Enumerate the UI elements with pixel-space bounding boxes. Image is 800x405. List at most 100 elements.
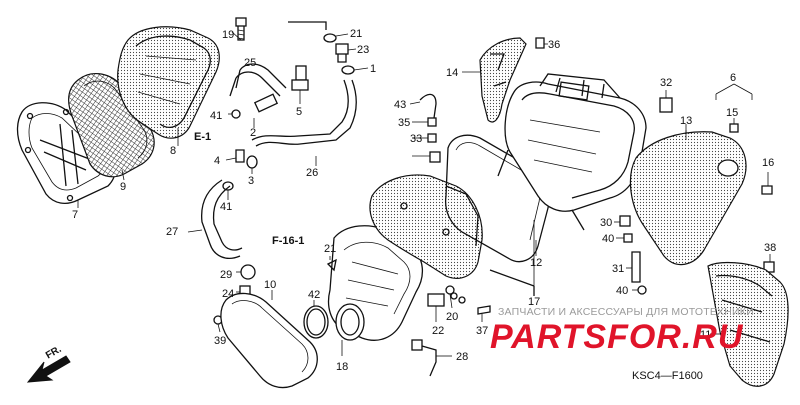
callout-42: 42: [308, 289, 320, 301]
callout-23: 23: [357, 44, 369, 56]
callout-19: 19: [222, 29, 234, 41]
callout-6: 6: [730, 72, 736, 84]
breather-tube-26: [251, 79, 357, 147]
joint-pipe-2: [253, 93, 279, 128]
callout-27: 27: [166, 226, 178, 238]
callout-40-lower: 40: [616, 285, 628, 297]
bolt-31: [626, 251, 641, 283]
air-boot-18: [327, 225, 423, 356]
callout-7: 7: [72, 209, 78, 221]
callout-21-upper: 21: [350, 28, 362, 40]
callout-37: 37: [476, 325, 488, 337]
clamp-41-upper: [228, 109, 241, 119]
callout-38: 38: [764, 242, 776, 254]
callout-31: 31: [612, 263, 624, 275]
sensor-28: [411, 339, 452, 377]
bolt-15: [729, 118, 739, 133]
watermark-tagline: ЗАПЧАСТИ И АКСЕССУАРЫ ДЛЯ МОТОТЕХНИКИ: [498, 306, 754, 318]
callout-9: 9: [120, 181, 126, 193]
bolt-35: [412, 117, 437, 127]
callout-29: 29: [220, 269, 232, 281]
collar-34: [412, 133, 437, 143]
clip-32: [659, 90, 673, 113]
ref-f161: F-16-1: [272, 235, 304, 247]
callout-41-lower: 41: [220, 201, 232, 213]
callout-15: 15: [726, 107, 738, 119]
screws-lower-group: [450, 292, 466, 304]
clip-21-upper: [288, 21, 349, 43]
callout-43: 43: [394, 99, 406, 111]
callout-5: 5: [296, 106, 302, 118]
callout-18: 18: [336, 361, 348, 373]
screw-37: [477, 305, 491, 322]
callout-41-upper: 41: [210, 110, 222, 122]
lead-9: [121, 169, 125, 181]
filter-case-8: [117, 26, 220, 139]
callout-35: 35: [398, 117, 410, 129]
clip-21-lower: [326, 256, 337, 272]
callout-12: 12: [530, 257, 542, 269]
callout-1: 1: [370, 63, 376, 75]
clamp-41-lower: [222, 181, 234, 200]
front-arrow-icon: [26, 355, 71, 383]
air-box-bracket-17: [489, 269, 535, 296]
callout-4: 4: [214, 155, 220, 167]
ref-e1: E-1: [194, 131, 211, 143]
watermark-logo: PARTSFOR.RU: [490, 318, 744, 356]
fitting-5: [291, 65, 309, 104]
callout-16: 16: [762, 157, 774, 169]
grommet-33: [412, 151, 441, 163]
bolt-36: [535, 37, 548, 49]
drain-tube-27: [187, 179, 243, 259]
air-duct-plate: [369, 174, 483, 279]
callout-24: 24: [222, 288, 234, 300]
callout-14: 14: [446, 67, 458, 79]
side-cover-13: [629, 124, 747, 266]
joint-3: [246, 155, 258, 174]
cover-10: [220, 290, 318, 389]
screw-16: [761, 172, 773, 195]
callout-2: 2: [250, 127, 256, 139]
fender-guard-11: [707, 261, 789, 387]
screw-20: [445, 285, 455, 309]
callout-40-upper: 40: [602, 233, 614, 245]
callout-20: 20: [446, 311, 458, 323]
side-panel-14: [462, 37, 527, 123]
filter-holder-7: [16, 102, 116, 205]
cap-29: [236, 264, 256, 280]
callout-22: 22: [432, 325, 444, 337]
callout-8: 8: [170, 145, 176, 157]
bracket-22: [427, 293, 445, 322]
callout-11: 11: [700, 329, 711, 341]
collar-40-upper: [616, 233, 633, 243]
callout-3: 3: [248, 175, 254, 187]
hose-clamp-43: [409, 93, 437, 119]
callout-26: 26: [306, 167, 318, 179]
callout-21-lower: 21: [324, 243, 336, 255]
callout-labels: 19 21 23 1 25 5 41 2 E-1 4 3 26 41 8 9 7…: [72, 28, 776, 373]
clamp-1: [341, 65, 369, 75]
callout-10: 10: [264, 279, 276, 291]
screw-4: [225, 149, 245, 163]
assembly-bracket-6: [715, 83, 753, 100]
callout-39: 39: [214, 335, 226, 347]
breather-tube-25: [229, 63, 287, 97]
callout-32: 32: [660, 77, 672, 89]
callout-13: 13: [680, 115, 692, 127]
band-42: [303, 300, 329, 339]
collar-40-lower: [632, 285, 647, 295]
bolt-19: [231, 17, 247, 41]
grommet-30: [614, 215, 631, 227]
valve-23: [335, 43, 357, 63]
air-filter-element-9: [68, 73, 155, 178]
callout-30: 30: [600, 217, 612, 229]
callout-36: 36: [548, 39, 560, 51]
callout-33: 33: [410, 133, 422, 145]
callout-28: 28: [456, 351, 468, 363]
diagram-code: KSC4—F1600: [632, 370, 703, 382]
screw-39: [213, 315, 223, 333]
air-box-housing-12: [497, 73, 647, 231]
callout-25: 25: [244, 57, 256, 69]
